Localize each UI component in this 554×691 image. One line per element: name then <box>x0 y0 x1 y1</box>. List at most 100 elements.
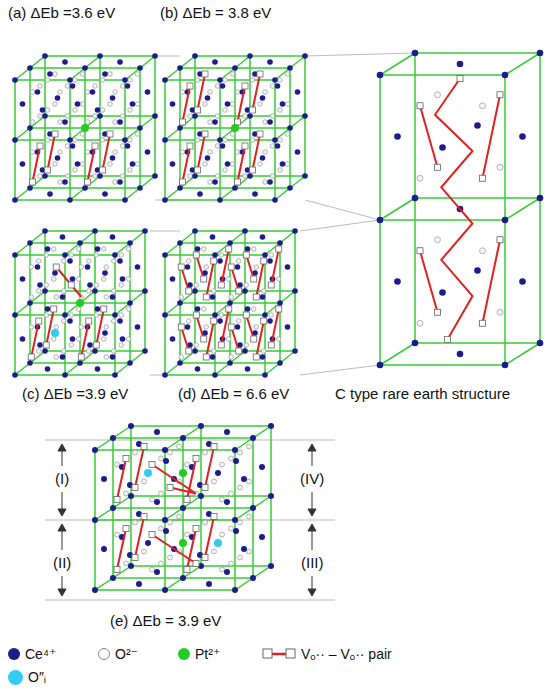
oxygen-ion <box>435 237 441 243</box>
cube-edge <box>114 255 116 315</box>
legend-text: Pt²⁺ <box>195 645 220 663</box>
cube-edge <box>274 80 276 140</box>
oxygen-ion <box>104 295 109 300</box>
cerium-ion <box>247 173 253 179</box>
cerium-ion <box>267 179 273 185</box>
oxygen-ion <box>480 248 486 254</box>
cerium-ion <box>162 517 168 523</box>
oxygen-ion <box>51 247 56 252</box>
cerium-ion <box>302 53 308 59</box>
oxygen-ion <box>270 114 275 119</box>
oxygen-ion <box>45 78 50 83</box>
oxygen-ion <box>128 168 133 173</box>
vacancy-square <box>193 312 199 318</box>
oxygen-ion <box>203 162 208 167</box>
vacancy-square <box>85 179 91 185</box>
cube-edge <box>195 115 250 117</box>
oxygen-ion <box>113 90 118 95</box>
cube-edge <box>30 116 45 128</box>
cerium-ion <box>192 173 198 179</box>
oxygen-ion <box>215 114 220 119</box>
cerium-ion <box>92 288 98 294</box>
cube-edge <box>294 231 296 291</box>
vacancy-square <box>184 497 190 503</box>
cerium-ion <box>122 137 128 143</box>
vacancy-pair-line <box>117 529 126 570</box>
lattice <box>162 228 298 378</box>
oxygen-ion <box>126 247 131 252</box>
cerium-ion <box>519 278 526 285</box>
cube-edge <box>415 52 540 54</box>
cerium-ion <box>92 348 98 354</box>
cube-edge <box>124 80 126 140</box>
region-label: (II) <box>53 554 71 572</box>
vacancy-square <box>30 179 36 185</box>
oxygen-ion <box>135 162 140 167</box>
vacancy-pair-line <box>198 134 206 170</box>
cerium-ion <box>205 95 211 101</box>
oxygen-ion <box>29 355 34 360</box>
cube-edge <box>245 290 295 292</box>
cube-edge <box>15 374 65 376</box>
oxygen-ion <box>238 485 243 490</box>
vacancy-pair-line <box>246 315 254 339</box>
cerium-ion <box>192 113 198 119</box>
cerium-ion <box>95 107 101 113</box>
oxygen-ion <box>73 138 78 143</box>
oxygen-ion <box>119 343 124 348</box>
oxygen-ion <box>58 180 63 185</box>
oxygen-ion <box>73 78 78 83</box>
oxygen-ion <box>65 114 70 119</box>
oxygen-ion <box>73 168 78 173</box>
vacancy-square <box>226 306 232 312</box>
vacancy-pair-line <box>196 315 204 339</box>
cube-edge <box>250 55 305 57</box>
cerium-ion <box>277 360 283 366</box>
oxygen-ion <box>276 247 281 252</box>
oxygen-ion <box>497 92 503 98</box>
cube-edge <box>15 303 30 315</box>
cerium-ion <box>42 53 48 59</box>
vacancy-square <box>180 179 186 185</box>
cerium-ion <box>227 300 233 306</box>
cerium-ion <box>280 161 286 167</box>
cube-edge <box>15 188 30 200</box>
cerium-ion <box>101 546 107 552</box>
oxygen-ion <box>86 289 91 294</box>
cerium-ion <box>272 137 278 143</box>
cerium-ion <box>267 119 273 125</box>
oxygen-ion <box>285 162 290 167</box>
cube-edge <box>140 56 155 68</box>
oxygen-ion <box>229 561 234 566</box>
oxygen-ion <box>54 355 59 360</box>
vacancy-square <box>149 462 155 468</box>
oxygen-ion <box>185 497 190 502</box>
vacancy-square <box>201 336 207 342</box>
panel-label: (c) ΔEb =3.9 eV <box>22 385 128 403</box>
oxygen-ion <box>238 555 243 560</box>
oxygen-ion <box>86 349 91 354</box>
cube-edge <box>80 362 130 364</box>
cube-edge <box>84 68 86 128</box>
vacancy-pair-line <box>135 517 144 558</box>
cube-edge <box>230 362 280 364</box>
vacancy-square <box>132 485 138 491</box>
oxygen-ion <box>251 247 256 252</box>
cerium-ion <box>457 351 464 358</box>
cerium-ion <box>137 65 143 71</box>
cube-edge <box>180 176 195 188</box>
oxygen-ion <box>61 289 66 294</box>
cerium-ion <box>110 435 116 441</box>
cube-edge <box>30 187 85 189</box>
cerium-ion <box>142 348 148 354</box>
oxygen-ion <box>168 520 173 525</box>
cerium-ion <box>27 65 33 71</box>
cerium-ion <box>250 505 256 511</box>
vacancy-square <box>497 92 503 98</box>
vacancy-square <box>52 131 58 137</box>
oxygen-ion <box>51 337 56 342</box>
oxygen-ion <box>226 247 231 252</box>
cerium-ion <box>215 540 221 546</box>
cube-edge <box>415 197 540 199</box>
cube-edge <box>201 425 271 427</box>
